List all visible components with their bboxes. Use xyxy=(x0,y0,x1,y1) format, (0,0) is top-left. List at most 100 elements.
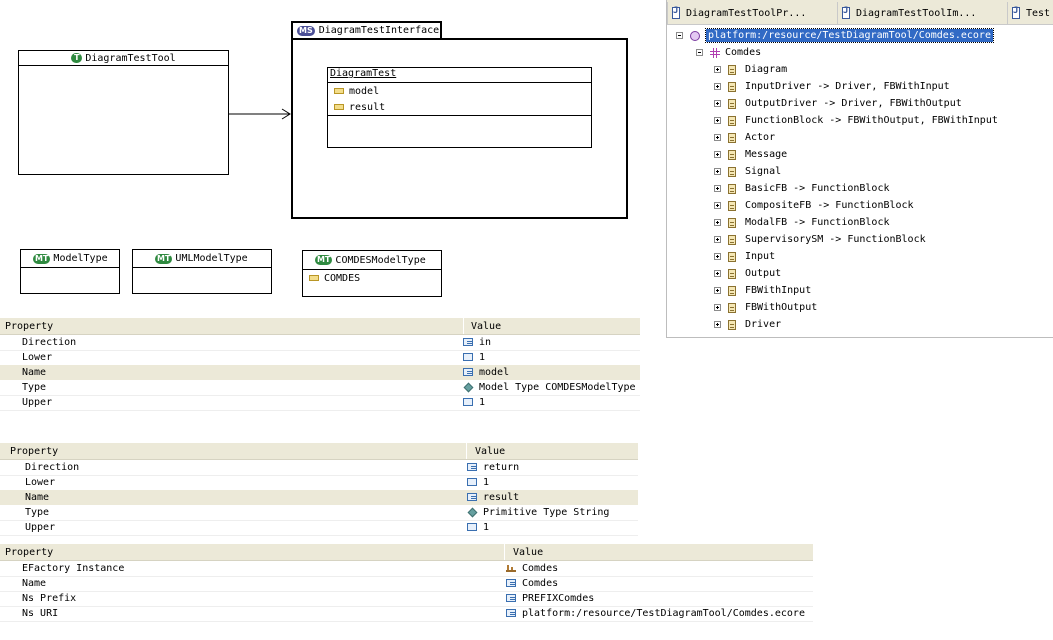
table-row-highlighted[interactable]: Name model xyxy=(0,365,640,380)
tree-class-label: FunctionBlock -> FBWithOutput, FBWithInp… xyxy=(745,115,998,126)
tree-class-label: ModalFB -> FunctionBlock xyxy=(745,217,890,228)
class-comdes-model-type[interactable]: MT COMDESModelType COMDES xyxy=(302,250,442,297)
column-divider[interactable] xyxy=(463,318,464,334)
expand-icon[interactable] xyxy=(714,253,721,260)
property-name: Direction xyxy=(25,462,80,473)
stereotype-badge: T xyxy=(71,53,83,63)
table-row[interactable]: Direction return xyxy=(0,460,638,476)
expand-icon[interactable] xyxy=(714,83,721,90)
column-header-property[interactable]: Property xyxy=(5,320,54,332)
attribute-model[interactable]: model xyxy=(328,83,591,99)
value-text: 1 xyxy=(483,522,490,533)
tree-class-item[interactable]: OutputDriver -> Driver, FBWithOutput xyxy=(714,95,962,112)
tree-class-item[interactable]: FBWithOutput xyxy=(714,299,817,316)
collapse-icon[interactable] xyxy=(696,49,703,56)
collapse-icon[interactable] xyxy=(676,32,683,39)
expand-icon[interactable] xyxy=(714,219,721,226)
class-header: MT UMLModelType xyxy=(133,250,271,268)
number-icon xyxy=(463,353,473,361)
expand-icon[interactable] xyxy=(714,270,721,277)
property-name: Lower xyxy=(25,477,56,488)
expand-icon[interactable] xyxy=(714,66,721,73)
expand-icon[interactable] xyxy=(714,202,721,209)
tree-class-item[interactable]: FunctionBlock -> FBWithOutput, FBWithInp… xyxy=(714,112,998,129)
eclass-icon xyxy=(728,302,736,313)
property-name: Ns URI xyxy=(22,608,59,619)
expand-icon[interactable] xyxy=(714,304,721,311)
table-row[interactable]: Upper 1 xyxy=(0,520,638,536)
column-header-value[interactable]: Value xyxy=(475,445,506,457)
expand-icon[interactable] xyxy=(714,287,721,294)
property-name: EFactory Instance xyxy=(22,563,125,574)
class-diagram-test-tool[interactable]: T DiagramTestTool xyxy=(18,50,229,175)
tree-class-item[interactable]: Signal xyxy=(714,163,781,180)
tree-class-item[interactable]: Driver xyxy=(714,316,781,333)
expand-icon[interactable] xyxy=(714,321,721,328)
table-row[interactable]: Name Comdes xyxy=(0,576,813,592)
editor-tab-3[interactable]: Test xyxy=(1007,2,1053,24)
column-divider[interactable] xyxy=(466,443,467,459)
tree-class-item[interactable]: ModalFB -> FunctionBlock xyxy=(714,214,890,231)
attribute-comdes[interactable]: COMDES xyxy=(303,270,441,286)
class-diagram-test[interactable]: DiagramTest model result xyxy=(327,67,592,148)
tree-class-item[interactable]: SupervisorySM -> FunctionBlock xyxy=(714,231,926,248)
editor-tab-2[interactable]: DiagramTestToolIm... xyxy=(837,2,1007,24)
attribute-result[interactable]: result xyxy=(328,99,591,116)
property-value: 1 xyxy=(463,397,485,408)
expand-icon[interactable] xyxy=(714,168,721,175)
property-table-3: Property Value EFactory Instance Comdes … xyxy=(0,544,813,624)
tree-class-item[interactable]: Message xyxy=(714,146,787,163)
table-row-highlighted[interactable]: Name result xyxy=(0,490,638,505)
tree-package-row[interactable]: Comdes xyxy=(696,44,761,61)
tree-class-item[interactable]: BasicFB -> FunctionBlock xyxy=(714,180,890,197)
property-value: 1 xyxy=(467,522,489,533)
expand-icon[interactable] xyxy=(714,100,721,107)
eclass-icon xyxy=(728,183,736,194)
tree-class-item[interactable]: CompositeFB -> FunctionBlock xyxy=(714,197,914,214)
column-header-property[interactable]: Property xyxy=(10,445,59,457)
table-row[interactable]: Lower 1 xyxy=(0,475,638,491)
property-value: Model Type COMDESModelType xyxy=(463,382,636,393)
tree-class-item[interactable]: FBWithInput xyxy=(714,282,811,299)
property-name: Name xyxy=(22,578,47,589)
table-row[interactable]: Type Primitive Type String xyxy=(0,505,638,521)
eclass-icon xyxy=(728,234,736,245)
property-table-2: Property Value Direction return Lower 1 … xyxy=(0,443,638,536)
class-model-type[interactable]: MT ModelType xyxy=(20,249,120,294)
class-uml-model-type[interactable]: MT UMLModelType xyxy=(132,249,272,294)
property-name: Lower xyxy=(22,352,53,363)
editor-tab-1[interactable]: DiagramTestToolPr... xyxy=(667,2,837,24)
expand-icon[interactable] xyxy=(714,185,721,192)
tree-class-item[interactable]: Input xyxy=(714,248,775,265)
expand-icon[interactable] xyxy=(714,151,721,158)
tree-class-item[interactable]: InputDriver -> Driver, FBWithInput xyxy=(714,78,950,95)
class-header: MT COMDESModelType xyxy=(303,251,441,270)
table-row[interactable]: Ns Prefix PREFIXComdes xyxy=(0,591,813,607)
resource-icon xyxy=(690,30,700,41)
column-header-property[interactable]: Property xyxy=(5,546,54,558)
table-row[interactable]: Ns URI platform:/resource/TestDiagramToo… xyxy=(0,606,813,622)
tree-class-label: Output xyxy=(745,268,782,279)
expand-icon[interactable] xyxy=(714,117,721,124)
expand-icon[interactable] xyxy=(714,236,721,243)
tab-label: DiagramTestToolPr... xyxy=(686,7,807,19)
java-file-icon xyxy=(672,6,680,19)
tree-class-item[interactable]: Output xyxy=(714,265,781,282)
tree-class-item[interactable]: Diagram xyxy=(714,61,787,78)
property-name: Type xyxy=(25,507,50,518)
table-row[interactable]: Direction in xyxy=(0,335,640,351)
tree-class-label: SupervisorySM -> FunctionBlock xyxy=(745,234,926,245)
table-row[interactable]: EFactory Instance Comdes xyxy=(0,561,813,577)
table-row[interactable]: Upper 1 xyxy=(0,395,640,411)
column-header-value[interactable]: Value xyxy=(513,546,544,558)
table-row[interactable]: Lower 1 xyxy=(0,350,640,366)
attribute-label: COMDES xyxy=(324,272,361,284)
column-divider[interactable] xyxy=(504,544,505,560)
tree-root-row[interactable]: platform:/resource/TestDiagramTool/Comde… xyxy=(676,27,994,44)
table-row[interactable]: Type Model Type COMDESModelType xyxy=(0,380,640,396)
eclass-icon xyxy=(728,200,736,211)
tree-class-item[interactable]: Actor xyxy=(714,129,775,146)
column-header-value[interactable]: Value xyxy=(471,320,502,332)
value-text: Primitive Type String xyxy=(483,507,610,518)
expand-icon[interactable] xyxy=(714,134,721,141)
